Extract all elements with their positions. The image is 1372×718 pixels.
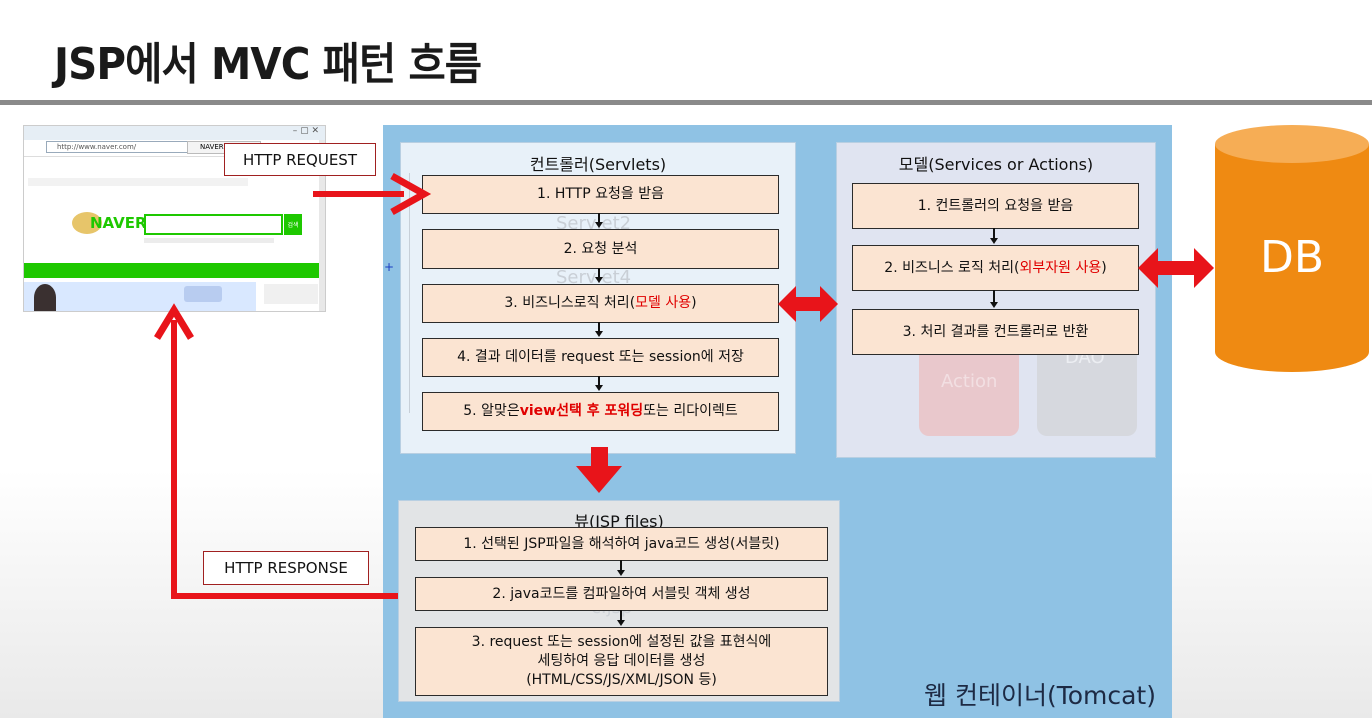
connector-line [598, 376, 600, 385]
controller-step-5-post: 또는 리다이렉트 [643, 403, 738, 420]
controller-step-2: 2. 요청 분석 [422, 229, 779, 269]
controller-step-3-pre: 3. 비즈니스로직 처리( [504, 295, 636, 312]
connector-line [598, 322, 600, 331]
connector-arrow-icon [617, 620, 625, 626]
bookmark-bar [28, 178, 248, 186]
naver-search-button[interactable]: 검색 [284, 214, 302, 235]
connector-arrow-icon [595, 222, 603, 228]
view-step-1: 1. 선택된 JSP파일을 해석하여 java코드 생성(서블릿) [415, 527, 828, 561]
connector-line [620, 610, 622, 620]
controller-step-4: 4. 결과 데이터를 request 또는 session에 저장 [422, 338, 779, 377]
request-arrowhead-icon [390, 172, 432, 216]
connector-arrow-icon [595, 277, 603, 283]
controller-title: 컨트롤러(Servlets) [529, 155, 667, 174]
model-step-2-highlight: 외부자원 사용 [1019, 259, 1102, 276]
connector-line [993, 290, 995, 302]
title-divider [0, 100, 1372, 105]
naver-nav-bar [24, 263, 320, 278]
controller-step-3-post: ) [691, 295, 697, 312]
http-request-label: HTTP REQUEST [224, 143, 376, 176]
database-label: DB [1259, 232, 1325, 283]
connector-arrow-icon [595, 331, 603, 337]
web-container-label: 웹 컨테이너(Tomcat) [924, 681, 1156, 710]
naver-banner [24, 282, 256, 311]
browser-scrollbar[interactable] [319, 140, 325, 311]
model-step-2-pre: 2. 비즈니스 로직 처리( [884, 259, 1020, 276]
controller-step-3-highlight: 모델 사용 [635, 295, 692, 312]
database-cylinder: DB [1214, 124, 1370, 374]
address-bar[interactable]: http://www.naver.com/ [46, 141, 196, 153]
ghost-action: Action [941, 371, 998, 392]
controller-step-5-highlight: view선택 후 포워딩 [519, 403, 644, 420]
view-step-2: 2. java코드를 컴파일하여 서블릿 객체 생성 [415, 577, 828, 611]
model-step-2: 2. 비즈니스 로직 처리(외부자원 사용) [852, 245, 1139, 291]
connector-line [598, 268, 600, 277]
window-controls-icon: – ▢ ✕ [292, 126, 319, 136]
response-arrowhead-icon [154, 303, 194, 340]
connector-arrow-icon [990, 302, 998, 308]
model-step-1: 1. 컨트롤러의 요청을 받음 [852, 183, 1139, 229]
naver-mascot-icon [72, 212, 102, 234]
view-step-3-line3: (HTML/CSS/JS/XML/JSON 등) [526, 671, 717, 688]
connector-line [598, 213, 600, 222]
connector-arrow-icon [990, 238, 998, 244]
naver-search-input[interactable] [144, 214, 283, 235]
browser-titlebar: – ▢ ✕ [24, 126, 325, 140]
view-step-3-line2: 세팅하여 응답 데이터를 생성 [537, 653, 706, 670]
connector-arrow-icon [617, 570, 625, 576]
controller-view-arrow [576, 447, 622, 493]
view-title: 뷰(JSP files) [574, 512, 664, 531]
view-step-3-line1: 3. request 또는 session에 설정된 값을 표현식에 [471, 634, 772, 651]
model-title: 모델(Services or Actions) [898, 155, 1094, 174]
plus-marker-icon: + [384, 260, 395, 274]
banner-person-icon [34, 284, 56, 311]
ghost-servlet2: Servlet2 [556, 213, 632, 234]
controller-model-arrow [778, 286, 838, 322]
controller-step-5-pre: 5. 알맞은 [463, 403, 520, 420]
controller-step-3: 3. 비즈니스로직 처리(모델 사용) [422, 284, 779, 323]
model-step-3: 3. 처리 결과를 컨트롤러로 반환 [852, 309, 1139, 355]
page-title: JSP에서 MVC 패턴 흐름 [54, 39, 482, 90]
naver-logo: NAVER [90, 214, 147, 232]
http-response-label: HTTP RESPONSE [203, 551, 369, 585]
connector-line [620, 560, 622, 570]
controller-step-5: 5. 알맞은 view선택 후 포워딩 또는 리다이렉트 [422, 392, 779, 431]
connector-line [993, 228, 995, 238]
model-db-arrow [1138, 248, 1214, 288]
connector-arrow-icon [595, 385, 603, 391]
ghost-servlet4: Servlet4 [556, 267, 632, 288]
controller-step-1: 1. HTTP 요청을 받음 [422, 175, 779, 214]
database-icon [1215, 125, 1369, 372]
response-arrow [171, 320, 398, 599]
view-step-3: 3. request 또는 session에 설정된 값을 표현식에 세팅하여 … [415, 627, 828, 696]
model-step-2-post: ) [1101, 259, 1107, 276]
